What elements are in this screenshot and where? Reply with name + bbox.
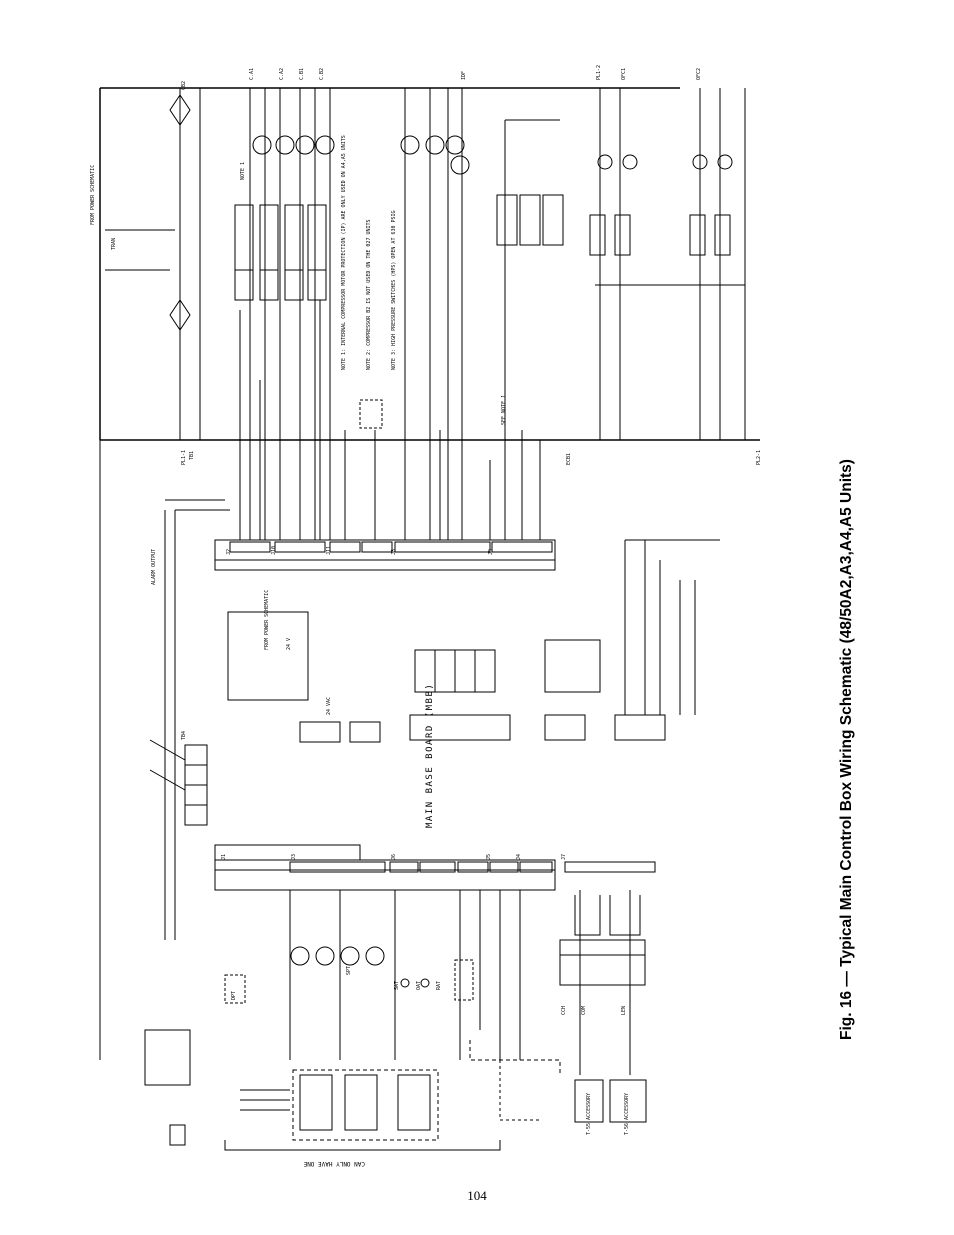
label-j4: J4 (516, 854, 522, 860)
label-oat: OAT (416, 981, 422, 990)
label-cb2: C.B2 (319, 68, 325, 80)
label-24vac: 24 VAC (326, 697, 332, 715)
label-note-1: NOTE 1: INTERNAL COMPRESSOR MOTOR PROTEC… (341, 135, 347, 370)
label-j7: J7 (561, 854, 567, 860)
label-alarm-output: ALARM OUTPUT (151, 549, 157, 585)
label-j3: J3 (291, 854, 297, 860)
label-tb4: TB4 (181, 731, 187, 740)
label-note-1-head: NOTE 1 (240, 162, 246, 180)
label-can-only-have-one: CAN ONLY HAVE ONE (303, 1160, 365, 1167)
label-j9: J9 (488, 549, 494, 555)
label-rat: RAT (436, 981, 442, 990)
label-com: COM (581, 1006, 587, 1015)
label-ecb1: ECB1 (566, 453, 572, 465)
label-from-power-2: FROM POWER SCHEMATIC (264, 590, 270, 650)
label-j8: J8 (391, 549, 397, 555)
label-ca2: C.A2 (279, 68, 285, 80)
label-t55-accessory: T-55 ACCESSORY (586, 1093, 592, 1135)
label-j6: J6 (391, 854, 397, 860)
label-sat: SAT (394, 981, 400, 990)
figure-title: Fig. 16 — Typical Main Control Box Wirin… (838, 459, 855, 1040)
label-pl1-1: PL1-1 (181, 450, 187, 465)
label-idf: IDF (461, 71, 467, 80)
label-cch: CCH (561, 1006, 567, 1015)
label-cb1: C.B1 (299, 68, 305, 80)
label-ofc1: OFC1 (621, 68, 627, 80)
mbb-label: MAIN BASE BOARD (MBB) (425, 683, 435, 828)
label-ca1: C.A1 (249, 68, 255, 80)
label-spt: SPT (346, 966, 352, 975)
label-tran: TRAN (111, 238, 117, 250)
label-dpt: DPT (231, 991, 237, 1000)
label-from-power-1: FROM POWER SCHEMATIC (90, 165, 96, 225)
label-j5: J5 (486, 854, 492, 860)
page-number: 104 (467, 1188, 487, 1203)
label-j11: J11 (326, 546, 332, 555)
label-t56-accessory: T-56 ACCESSORY (624, 1093, 630, 1135)
label-see-note-1: SEE NOTE 1 (501, 395, 507, 425)
label-note-2: NOTE 2: COMPRESSOR B2 IS NOT USED ON THE… (366, 219, 372, 370)
label-cb2-power: CB2 (181, 81, 187, 90)
label-ofc2: OFC2 (696, 68, 702, 80)
label-j1: J1 (221, 854, 227, 860)
label-tb1: TB1 (189, 451, 195, 460)
label-pl2-1: PL2-1 (756, 450, 762, 465)
label-pl1-2: PL1-2 (596, 65, 602, 80)
label-24v: 24 V (286, 638, 292, 650)
label-len: LEN (621, 1006, 627, 1015)
label-j2: J2 (226, 549, 232, 555)
label-j10: J10 (271, 546, 277, 555)
label-note-3: NOTE 3: HIGH PRESSURE SWITCHES (HPS) OPE… (391, 210, 397, 370)
